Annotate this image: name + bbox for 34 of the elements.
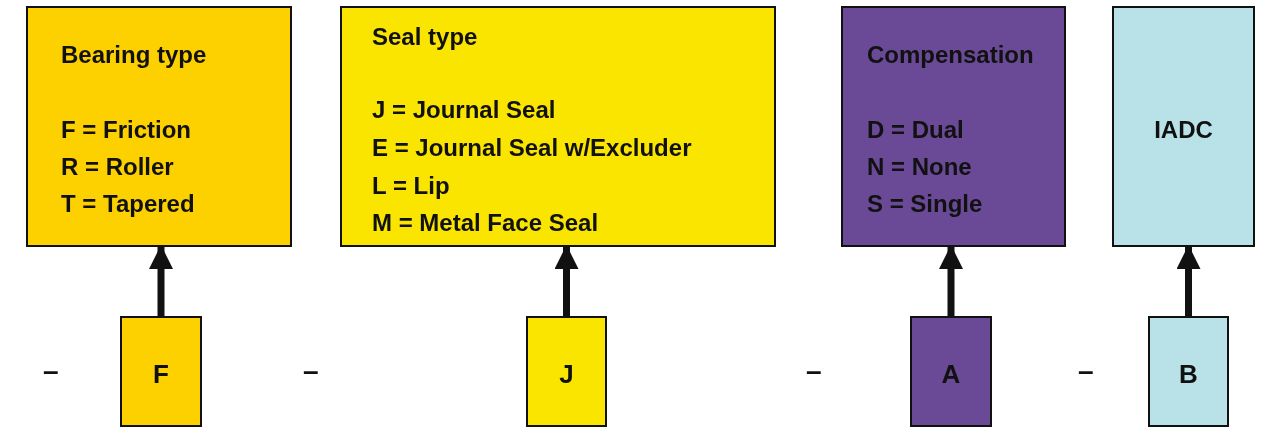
code-box [120,316,202,427]
code-box [1148,316,1229,427]
arrow [1176,245,1201,316]
code-letter: J [558,360,575,388]
separator-dash: – [1078,357,1094,385]
code-definition: D = Dual [867,116,964,144]
code-definition: N = None [867,153,972,181]
arrow [939,245,963,316]
code-definition: IADC [1153,116,1214,144]
legend-box [1112,6,1255,247]
separator-dash: – [303,357,319,385]
code-definition: F = Friction [61,116,191,144]
code-definition: L = Lip [372,172,450,200]
code-letter: B [1178,360,1199,388]
code-definition: R = Roller [61,153,174,181]
legend-box [340,6,776,247]
legend-box [841,6,1066,247]
code-box [910,316,992,427]
code-letter: F [152,360,170,388]
code-box [526,316,607,427]
box-heading: Compensation [867,41,1034,69]
code-definition: S = Single [867,190,983,218]
code-definition: E = Journal Seal w/Excluder [372,134,692,162]
arrow [149,245,173,316]
code-letter: A [940,360,962,388]
separator-dash: – [43,357,59,385]
box-heading: Seal type [372,23,478,51]
separator-dash: – [806,357,822,385]
arrow [554,245,579,316]
box-heading: Bearing type [61,41,207,69]
code-definition: J = Journal Seal [372,96,556,124]
code-definition: M = Metal Face Seal [372,209,599,237]
code-definition: T = Tapered [61,190,195,218]
legend-box [26,6,292,247]
